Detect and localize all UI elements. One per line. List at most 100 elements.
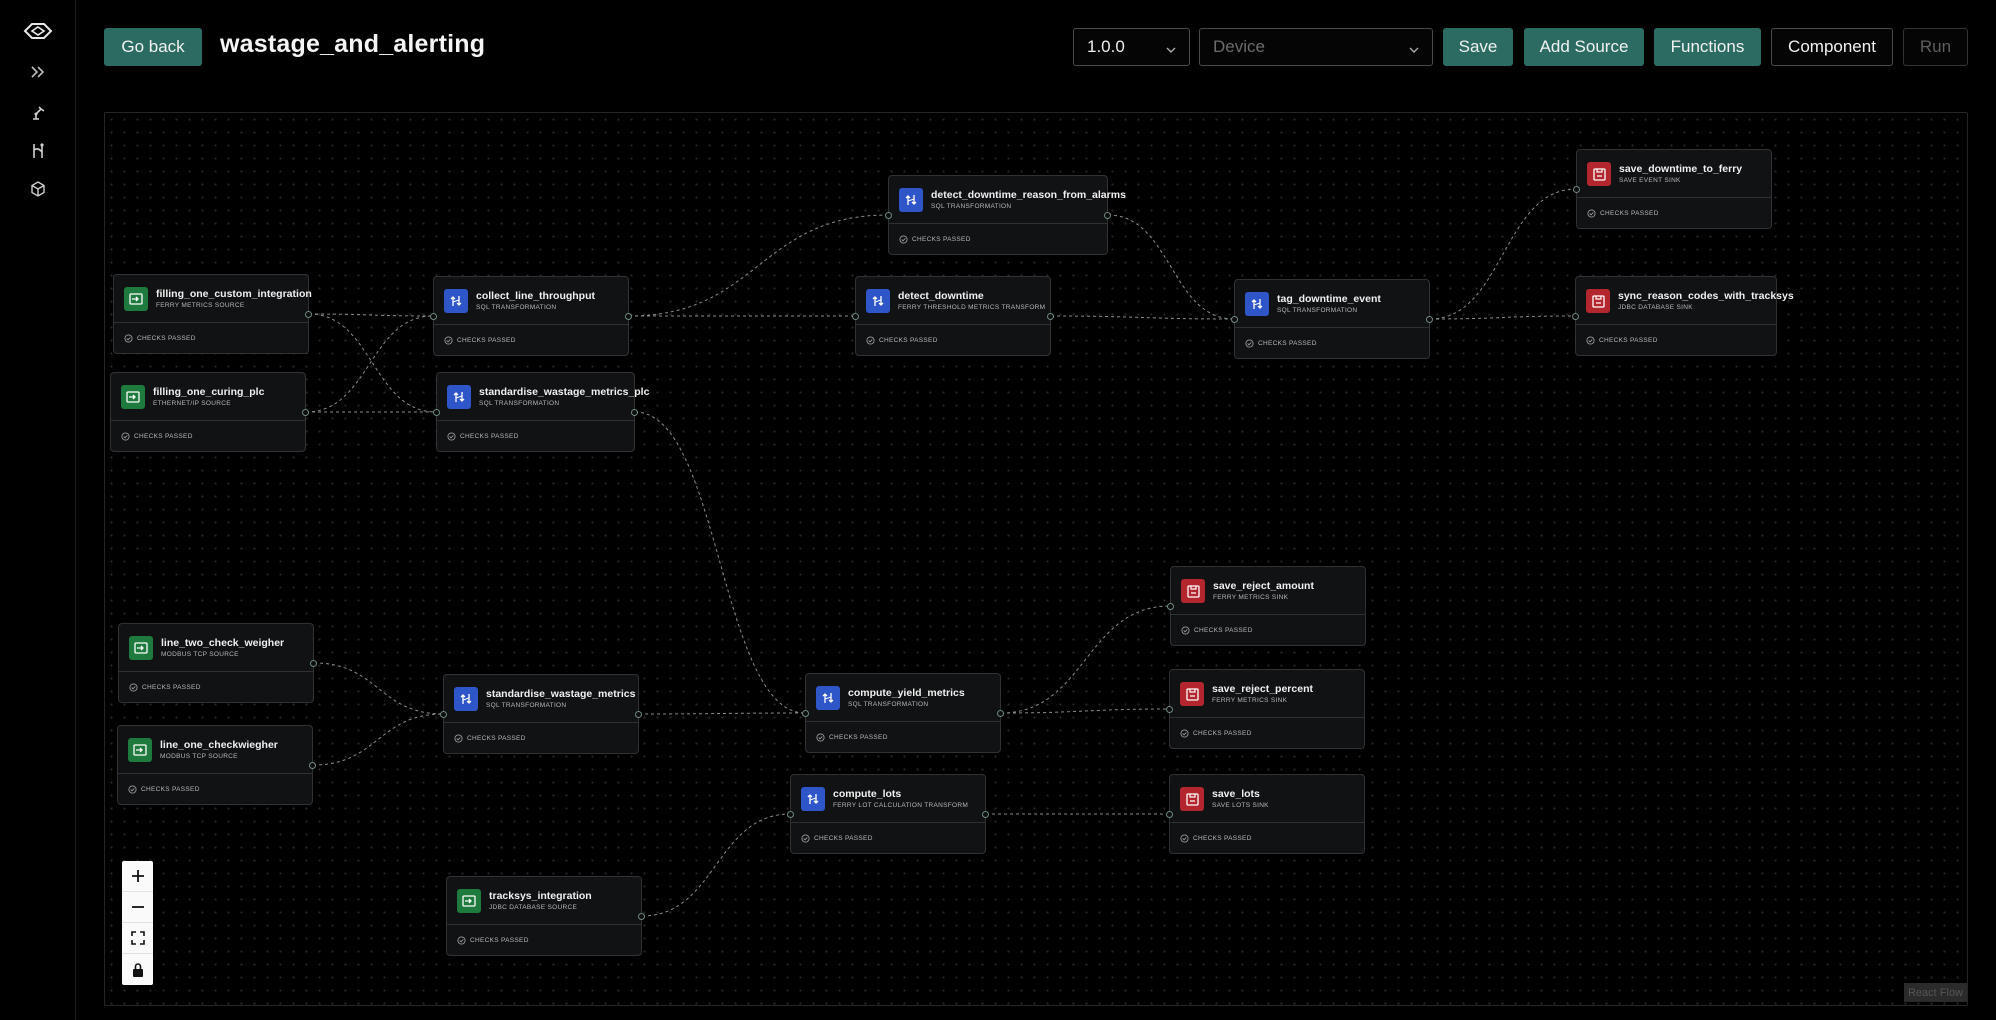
input-handle[interactable] (787, 811, 794, 818)
output-handle[interactable] (625, 313, 632, 320)
node-name: compute_lots (833, 788, 902, 800)
output-handle[interactable] (631, 409, 638, 416)
node-divider (447, 924, 641, 925)
node-status: CHECKS PASSED (1180, 729, 1252, 738)
react-flow-attribution[interactable]: React Flow (1904, 983, 1967, 1002)
robot-arm-icon[interactable] (26, 101, 50, 125)
node-status: CHECKS PASSED (816, 733, 888, 742)
output-handle[interactable] (1104, 212, 1111, 219)
node-divider (1577, 197, 1771, 198)
node-divider (889, 223, 1107, 224)
node-status: CHECKS PASSED (1245, 339, 1317, 348)
node-status: CHECKS PASSED (121, 432, 193, 441)
output-handle[interactable] (997, 710, 1004, 717)
fit-view-button[interactable] (122, 923, 153, 954)
input-handle[interactable] (885, 212, 892, 219)
lock-icon (132, 962, 143, 977)
version-value: 1.0.0 (1087, 37, 1125, 56)
source-icon (128, 738, 152, 762)
sink-icon (1587, 162, 1611, 186)
zoom-in-button[interactable] (122, 861, 153, 892)
node-type: SQL TRANSFORMATION (479, 400, 560, 407)
node-type: SAVE EVENT SINK (1619, 177, 1681, 184)
sink-icon (1180, 787, 1204, 811)
check-circle-icon (866, 336, 875, 345)
input-handle[interactable] (1166, 811, 1173, 818)
output-handle[interactable] (982, 811, 989, 818)
functions-button[interactable]: Functions (1654, 28, 1761, 66)
output-handle[interactable] (638, 913, 645, 920)
chevrons-right-icon[interactable] (26, 60, 50, 84)
device-select[interactable]: Device (1199, 28, 1433, 66)
node-type: JDBC DATABASE SINK (1618, 304, 1693, 311)
input-handle[interactable] (852, 313, 859, 320)
input-handle[interactable] (1231, 316, 1238, 323)
node-name: tag_downtime_event (1277, 293, 1381, 305)
node-type: SQL TRANSFORMATION (848, 701, 929, 708)
output-handle[interactable] (1426, 316, 1433, 323)
node-status: CHECKS PASSED (899, 235, 971, 244)
input-handle[interactable] (1166, 706, 1173, 713)
node-name: collect_line_throughput (476, 290, 596, 302)
output-handle[interactable] (309, 762, 316, 769)
output-handle[interactable] (305, 311, 312, 318)
check-circle-icon (1180, 729, 1189, 738)
output-handle[interactable] (302, 409, 309, 416)
input-handle[interactable] (1167, 603, 1174, 610)
node-name: detect_downtime_reason_from_alarms (931, 189, 1126, 201)
node-type: FERRY METRICS SINK (1212, 697, 1288, 704)
node-type: SQL TRANSFORMATION (1277, 307, 1358, 314)
node-type: FERRY METRICS SOURCE (156, 302, 245, 309)
input-handle[interactable] (802, 710, 809, 717)
logo-icon[interactable] (22, 19, 54, 43)
output-handle[interactable] (1047, 313, 1054, 320)
transform-icon (816, 686, 840, 710)
pipeline-icon[interactable] (26, 139, 50, 163)
input-handle[interactable] (1573, 186, 1580, 193)
transform-icon (1245, 292, 1269, 316)
lock-button[interactable] (122, 954, 153, 985)
node-divider (1171, 614, 1365, 615)
node-divider (437, 420, 634, 421)
cube-icon[interactable] (26, 177, 50, 201)
zoom-out-button[interactable] (122, 892, 153, 923)
add-source-button[interactable]: Add Source (1524, 28, 1644, 66)
input-handle[interactable] (1572, 313, 1579, 320)
node-type: ETHERNET/IP SOURCE (153, 400, 231, 407)
input-handle[interactable] (430, 313, 437, 320)
output-handle[interactable] (635, 711, 642, 718)
output-handle[interactable] (310, 660, 317, 667)
save-button[interactable]: Save (1443, 28, 1513, 66)
run-button[interactable]: Run (1903, 28, 1968, 66)
transform-icon (447, 385, 471, 409)
node-divider (111, 420, 305, 421)
node-name: line_two_check_weigher (161, 637, 285, 649)
component-button[interactable]: Component (1771, 28, 1893, 66)
check-circle-icon (444, 336, 453, 345)
input-handle[interactable] (433, 409, 440, 416)
version-select[interactable]: 1.0.0 (1073, 28, 1190, 66)
flow-canvas[interactable] (104, 112, 1968, 1006)
go-back-button[interactable]: Go back (104, 28, 202, 66)
node-name: sync_reason_codes_with_tracksys (1618, 290, 1794, 302)
input-handle[interactable] (440, 711, 447, 718)
node-status: CHECKS PASSED (1180, 834, 1252, 843)
